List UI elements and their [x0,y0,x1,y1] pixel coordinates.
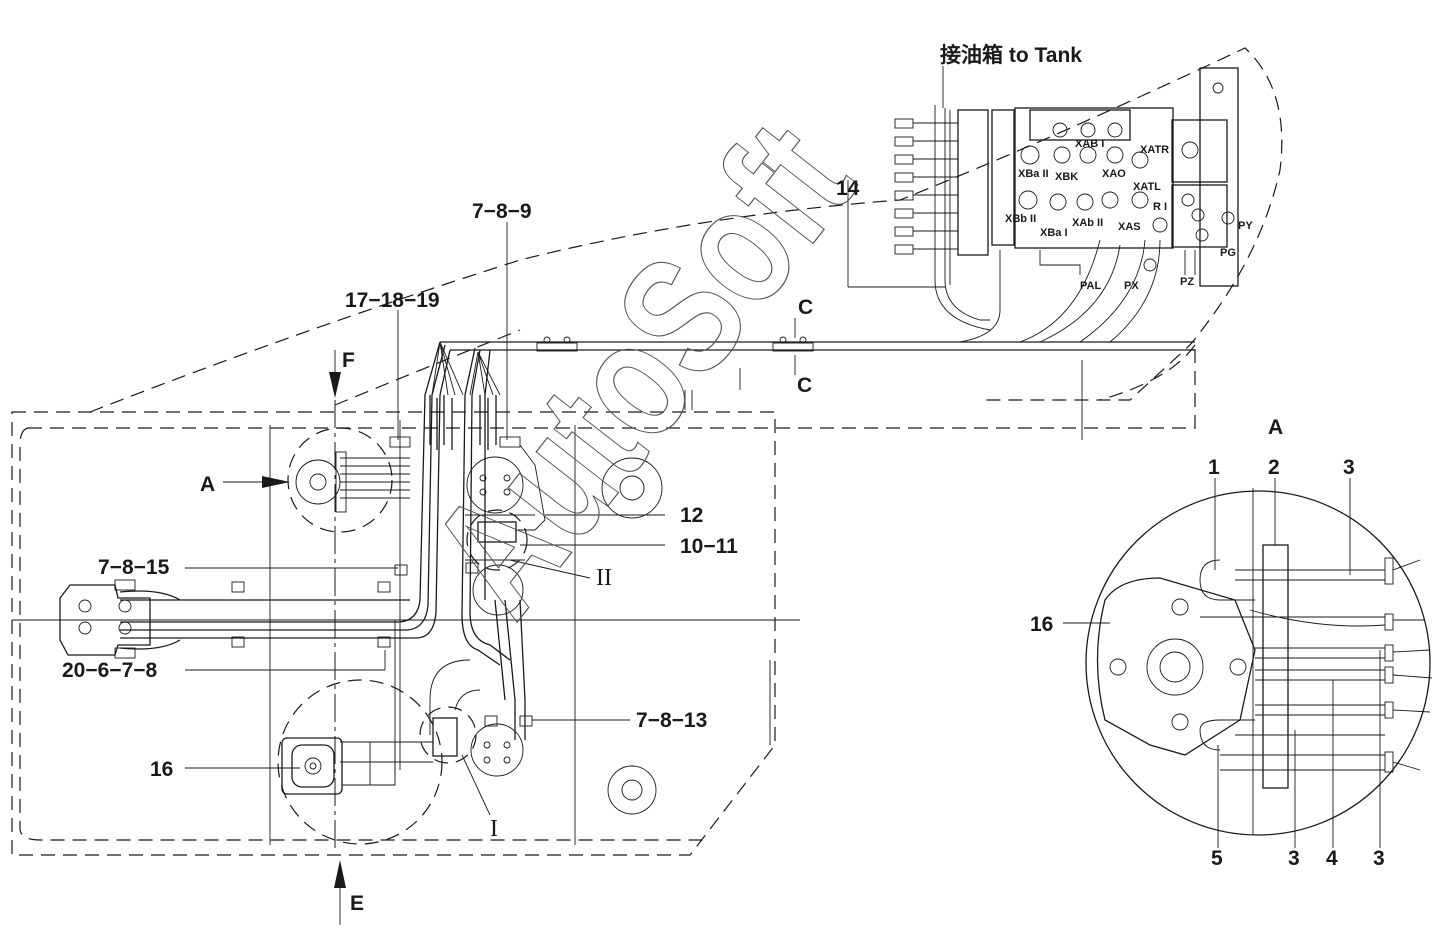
detail-circle-A-left [287,427,410,533]
outline-dashed [11,47,1283,856]
port-XAO: XAO [1102,168,1126,180]
detail-label-5: 5 [1211,847,1223,870]
detail-label-2: 2 [1268,456,1280,479]
leaders [185,66,944,816]
detail-label-3-mid: 3 [1288,847,1300,870]
label-F: F [342,349,355,372]
port-XATL: XATL [1133,181,1161,193]
label-7-8-9: 7−8−9 [472,200,532,223]
frame-holes [601,457,663,815]
port-PX: PX [1124,280,1139,292]
detail-label-4: 4 [1326,847,1338,870]
port-PZ: PZ [1180,276,1194,288]
left-pump-block [59,579,151,659]
detail-label-16: 16 [1030,613,1053,636]
label-C-bottom: C [797,374,812,397]
detail-label-A: A [1268,416,1283,439]
port-XAS: XAS [1118,221,1141,233]
valve-block-I [340,706,477,764]
port-XAb2: XAb II [1072,217,1103,229]
port-PY: PY [1238,220,1253,232]
detail-A-right [1085,488,1433,836]
label-16-left: 16 [150,758,173,781]
port-XBa1: XBa I [1040,227,1068,239]
label-10-11: 10−11 [680,535,738,558]
label-14: 14 [836,177,860,200]
watermark: AutoSoft [394,89,890,648]
port-XATR: XATR [1140,144,1169,156]
valve-block-12 [465,509,535,571]
arrow-icon [223,350,346,925]
label-tank: 接油箱 to Tank [940,43,1082,67]
label-roman-II: II [596,565,612,591]
label-7-8-15: 7−8−15 [98,556,170,579]
label-12: 12 [680,504,703,527]
label-roman-I: I [490,816,498,842]
port-labels: XAB I XATR XBa II XBK XAO XATL XBb II XB… [1005,138,1253,292]
valve-manifold [957,67,1239,287]
port-PAL: PAL [1080,280,1101,292]
valve-block-II [429,564,526,777]
label-C-top: C [798,296,813,319]
detail-label-1: 1 [1208,456,1220,479]
fittings-column [847,105,1196,343]
port-XBa2: XBa II [1018,168,1049,180]
watermark-text: AutoSoft [394,90,888,648]
port-XBb2: XBb II [1005,213,1036,225]
detail-label-3-right: 3 [1373,847,1385,870]
port-XBK: XBK [1055,171,1078,183]
detail-label-3-top: 3 [1343,456,1355,479]
port-XAB1: XAB I [1075,138,1104,150]
label-17-18-19: 17−18−19 [345,289,440,312]
distributor-top [466,444,546,531]
motor-16-left [277,679,443,845]
label-E: E [350,892,364,915]
hose-bundle [119,341,1195,775]
label-20-6-7-8: 20−6−7−8 [62,659,158,682]
port-R1: R I [1153,201,1167,213]
labels: 接油箱 to Tank 14 7−8−9 17−18−19 F C C A 12… [62,43,1385,915]
clamps [231,336,814,727]
label-A-left: A [200,473,215,496]
detail-leaders [1063,478,1381,848]
port-PG: PG [1220,247,1236,259]
label-7-8-13: 7−8−13 [636,709,707,732]
fan-lines [431,341,501,396]
